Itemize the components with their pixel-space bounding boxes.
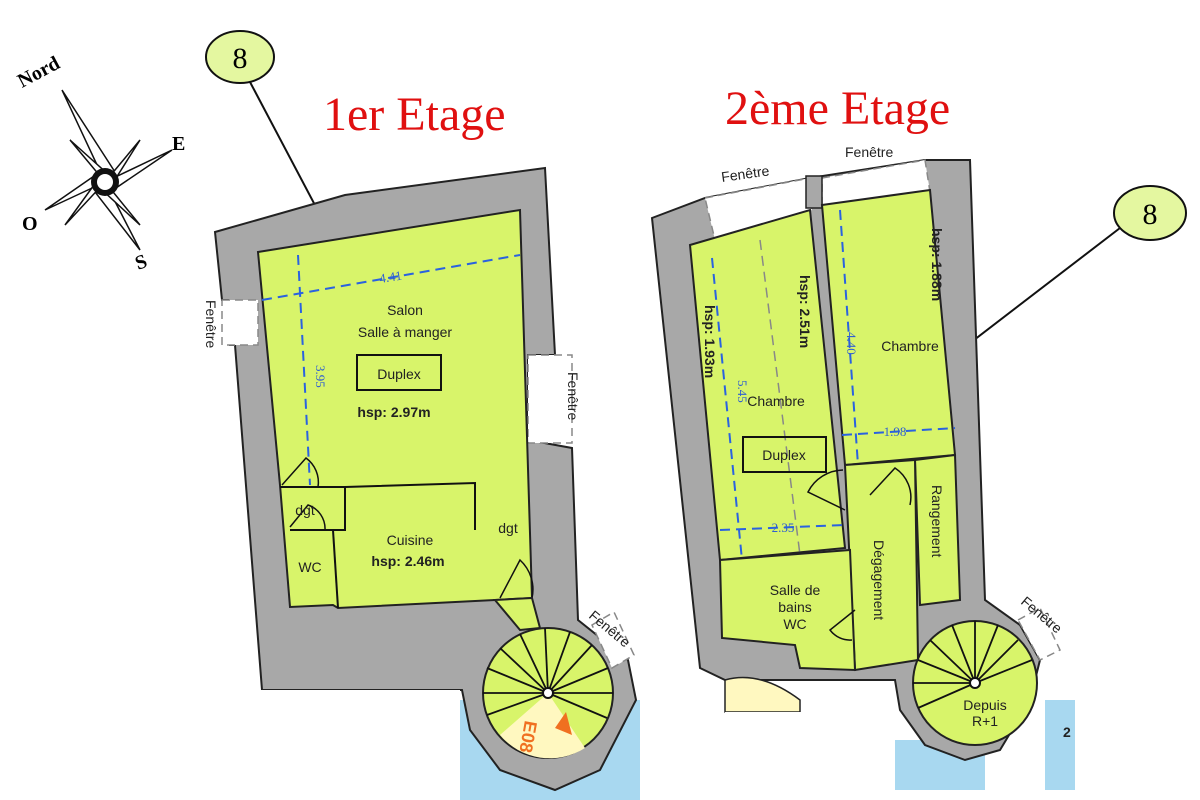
- dim-440: 4.40: [844, 332, 859, 355]
- room-cuisine: Cuisine: [387, 532, 434, 548]
- title-second-floor: 2ème Etage: [725, 82, 950, 135]
- duplex-box-second: [742, 436, 827, 473]
- first-floor-plan: E08 4.41 3.95 Fenêtre Fenêtre Fenêtre Sa…: [203, 166, 640, 800]
- hsp-mid: hsp: 2.51m: [797, 275, 813, 348]
- dim-235: 2.35: [772, 520, 795, 535]
- spiral-staircase: E08: [482, 596, 614, 759]
- room-dgt: dgt: [498, 520, 518, 536]
- title-first-floor: 1er Etage: [323, 88, 506, 141]
- badge-first: 8: [205, 30, 275, 84]
- stair-label-line2: R+1: [972, 713, 998, 729]
- compass-rose-icon: [44, 89, 173, 251]
- duplex-label-first: Duplex: [377, 366, 421, 382]
- room-salle-a-manger: Salle à manger: [358, 324, 453, 340]
- hsp-right: hsp: 1.88m: [929, 228, 945, 301]
- room-rangement: Rangement: [929, 485, 945, 557]
- window-right-label: Fenêtre: [565, 372, 581, 420]
- stair-label-line1: Depuis: [963, 697, 1007, 713]
- dim-198: 1.98: [884, 424, 907, 439]
- room-chambre-left: Chambre: [747, 393, 805, 409]
- dim-width-first: 4.41: [378, 268, 403, 286]
- duplex-box-first: [356, 354, 442, 391]
- compass-south: S: [132, 250, 150, 274]
- stair-arrow-icon: [555, 712, 572, 735]
- room-sdb-line2: bains: [778, 599, 811, 615]
- hsp-cuisine: hsp: 2.46m: [371, 553, 444, 569]
- second-floor-plan: 5.45 4.40 1.98 2.35 Fenêtre Fenêtre Fenê…: [650, 144, 1075, 800]
- room-wc: WC: [298, 559, 321, 575]
- dim-height-first: 3.95: [313, 365, 328, 388]
- compass-north: Nord: [14, 52, 64, 92]
- dim-545: 5.45: [735, 380, 750, 403]
- window-1-label: Fenêtre: [720, 162, 770, 185]
- badge-second-number: 8: [1143, 198, 1158, 231]
- edge-number: 2: [1063, 724, 1071, 740]
- badge-second: 8: [1113, 185, 1187, 241]
- window-2-label: Fenêtre: [845, 144, 893, 160]
- badge-first-number: 8: [233, 42, 248, 75]
- room-salon: Salon: [387, 302, 423, 318]
- room-degagement: Dégagement: [871, 540, 887, 620]
- room-sdb-line1: Salle de: [770, 582, 821, 598]
- compass-east: E: [172, 133, 185, 155]
- hsp-left: hsp: 1.93m: [702, 305, 718, 378]
- room-chambre-right: Chambre: [881, 338, 939, 354]
- duplex-label-second: Duplex: [762, 447, 806, 463]
- window-left-label: Fenêtre: [203, 300, 219, 348]
- hsp-salon: hsp: 2.97m: [357, 404, 430, 420]
- room-sdb-line3: WC: [783, 616, 806, 632]
- compass-west: O: [22, 213, 38, 235]
- room-dgt-small: dgt: [295, 502, 315, 518]
- spiral-staircase-second: [912, 620, 1038, 746]
